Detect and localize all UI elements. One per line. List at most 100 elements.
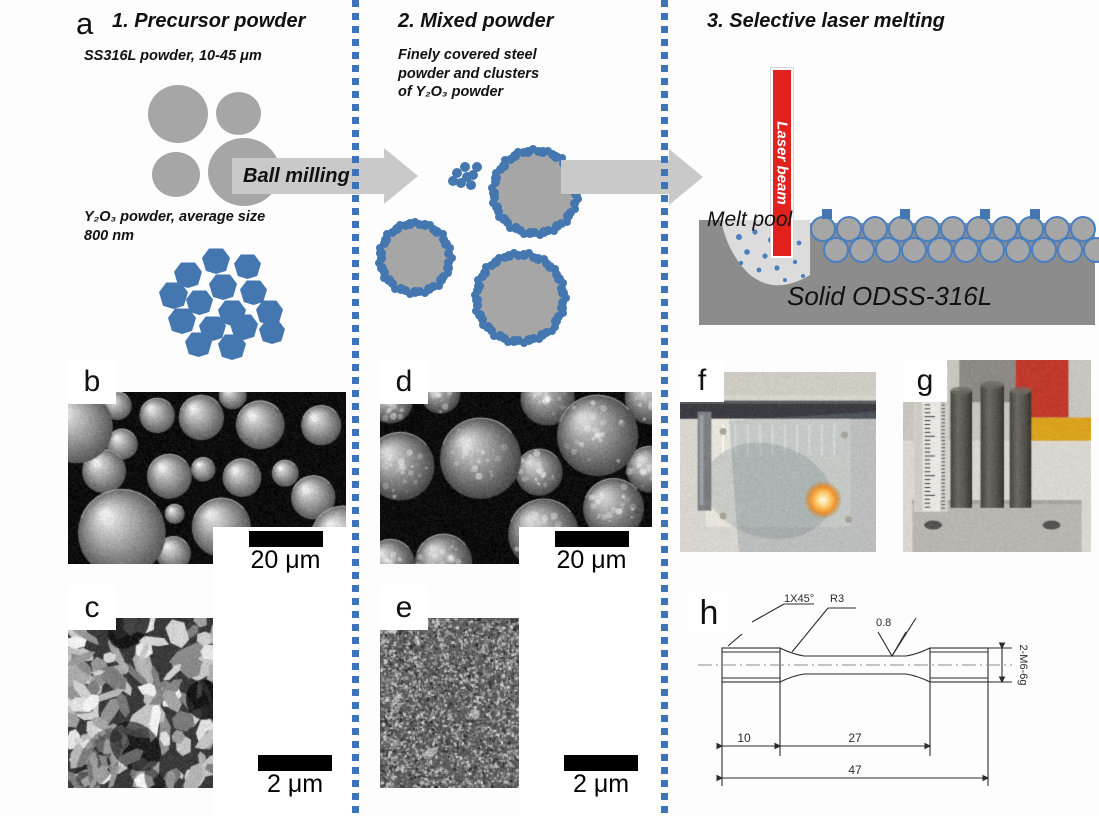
- y2o3-particle: [472, 306, 481, 315]
- y2o3-particle: [411, 217, 419, 226]
- panel-letter-c: c: [68, 586, 116, 630]
- y2o3-particle: [381, 234, 392, 245]
- step-3-title: 3. Selective laser melting: [707, 10, 945, 32]
- y2o3-cluster-particle: [462, 172, 472, 182]
- y2o3-particle: [525, 249, 534, 258]
- y2o3-particle: [438, 230, 447, 239]
- y2o3-particle: [475, 309, 486, 320]
- scale-bar-c-text: 2 μm: [266, 770, 324, 798]
- scale-bar-e: 2 μm: [538, 751, 662, 816]
- y2o3-particle: [537, 146, 548, 157]
- panel-letter-a: a: [76, 6, 94, 41]
- y2o3-particle: [519, 339, 528, 348]
- tensile-specimen-svg: 1X45° R3 0.8 10 27 47 2-M6-6g: [698, 593, 1029, 786]
- y2o3-particle: [551, 265, 560, 274]
- y2o3-particle: [391, 224, 402, 235]
- y2o3-particle: [562, 217, 571, 226]
- y2o3-particle: [551, 152, 562, 162]
- dwg-label-thread: 2-M6-6g: [1017, 645, 1029, 686]
- mixed-caption-line-1: Finely covered steel: [398, 47, 537, 63]
- precursor-sphere-2: [216, 92, 261, 135]
- photo-f: [680, 372, 876, 552]
- scale-bar-b-text: 20 μm: [250, 546, 321, 574]
- bed-y2o3-particle: [822, 209, 832, 219]
- precursor-sphere-1: [148, 85, 208, 143]
- powder-bed-particle: [849, 237, 875, 263]
- powder-bed-particle: [953, 237, 979, 263]
- y2o3-particle: [434, 281, 443, 290]
- solid-substrate-label: Solid ODSS-316L: [787, 281, 993, 311]
- powder-bed-particle: [1031, 237, 1057, 263]
- y2o3-particle: [395, 283, 406, 294]
- scale-bar-e-line: [564, 755, 638, 771]
- y2o3-particle: [557, 153, 566, 162]
- y2o3-particle: [488, 198, 497, 207]
- y2o3-particle: [375, 243, 384, 252]
- y2o3-particle: [534, 335, 543, 344]
- ball-milling-arrow-head: [384, 148, 418, 204]
- laser-beam-label: Laser beam: [773, 121, 791, 205]
- y2o3-particle: [509, 151, 520, 162]
- y2o3-particle: [490, 331, 499, 340]
- y2o3-particle: [395, 220, 404, 229]
- y2o3-particle: [435, 275, 446, 286]
- y2o3-particle: [508, 335, 519, 346]
- y2o3-particle: [558, 309, 567, 318]
- y2o3-particle: [405, 219, 416, 230]
- y2o3-cluster-particle: [456, 178, 466, 188]
- y2o3-particle: [405, 290, 414, 299]
- step-2-title: 2. Mixed powder: [398, 10, 554, 32]
- y2o3-particle: [446, 243, 455, 252]
- y2o3-particle: [480, 267, 491, 278]
- mixed-caption-line-3: of Y₂O₃ powder: [398, 84, 504, 101]
- y2o3-caption-line-1: Y₂O₃ powder, average size: [84, 209, 266, 225]
- y2o3-particle: [419, 220, 430, 231]
- column-divider-left: [352, 0, 359, 816]
- dwg-dim-27: 27: [848, 731, 862, 745]
- y2o3-particle: [537, 329, 548, 340]
- y2o3-particle: [474, 276, 483, 285]
- y2o3-particle: [432, 227, 443, 238]
- panel-letter-g: g: [903, 360, 947, 402]
- powder-bed-layer: [810, 209, 1099, 280]
- y2o3-particle: [550, 226, 559, 235]
- y2o3-particle: [539, 226, 550, 237]
- y2o3-particle: [498, 160, 509, 171]
- y2o3-particle: [532, 253, 543, 264]
- y2o3-particle: [514, 147, 523, 156]
- ball-milling-label: Ball milling: [243, 165, 350, 187]
- y2o3-particle: [442, 262, 453, 273]
- panel-letter-d: d: [380, 360, 428, 404]
- powder-bed-particle: [1005, 237, 1031, 263]
- powder-bed-particle: [927, 237, 953, 263]
- y2o3-particle: [426, 220, 435, 229]
- y2o3-particle: [569, 198, 579, 208]
- y2o3-particle: [384, 275, 395, 286]
- transfer-arrow-head: [669, 149, 703, 205]
- y2o3-particle: [557, 288, 568, 299]
- dwg-label-chamfer: 1X45°: [784, 593, 814, 605]
- y2o3-particle: [571, 204, 580, 213]
- y2o3-particle: [539, 255, 548, 264]
- y2o3-particle: [556, 302, 567, 313]
- y2o3-particle: [388, 279, 398, 289]
- y2o3-particle: [391, 284, 400, 293]
- y2o3-particle: [491, 201, 502, 212]
- y2o3-particle: [529, 144, 538, 153]
- y2o3-particle: [483, 322, 494, 333]
- y2o3-particle: [509, 248, 518, 257]
- y2o3-particle: [524, 227, 535, 238]
- y2o3-particle: [473, 300, 483, 310]
- bed-y2o3-particle: [900, 209, 910, 219]
- y2o3-particle: [504, 251, 515, 262]
- dwg-dim-47: 47: [848, 763, 862, 777]
- y2o3-particle: [482, 263, 491, 272]
- y2o3-particle: [492, 168, 500, 177]
- y2o3-particle: [470, 291, 479, 300]
- scale-bar-d-line: [554, 531, 629, 547]
- y2o3-particle: [510, 223, 521, 234]
- y2o3-particle: [551, 316, 562, 327]
- y2o3-particle: [487, 325, 497, 335]
- y2o3-particle: [473, 280, 484, 291]
